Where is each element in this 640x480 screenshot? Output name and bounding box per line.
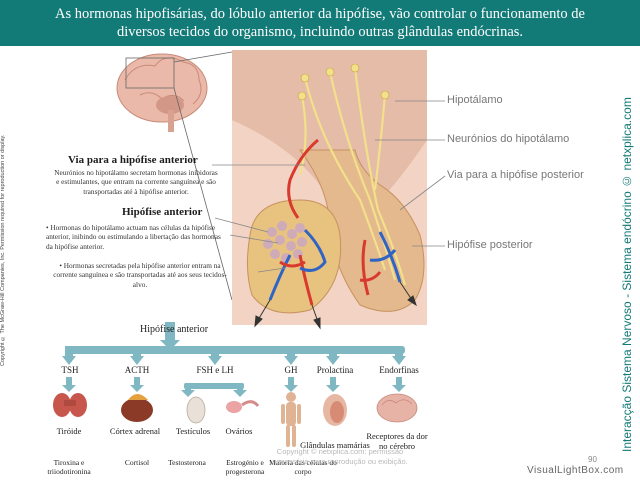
tree-root-label: Hipófise anterior — [140, 324, 209, 335]
flow-arrows — [254, 281, 417, 330]
label-neuronios: Neurónios do hipotálamo — [447, 133, 570, 145]
effect-tiroxina: Tiroxina e triiodotironina — [47, 458, 91, 476]
tree-root-arrow — [160, 322, 180, 350]
label-hipotalamo: Hipotálamo — [447, 94, 503, 106]
effect-testosterona: Testosterona — [168, 458, 206, 467]
target-tiroide: Tiróide — [56, 426, 82, 436]
portal-blood-vessels — [268, 138, 327, 306]
brain-thumbnail-icon — [116, 51, 233, 301]
hormone-tsh: TSH — [61, 365, 79, 375]
footer-brand: VisualLightBox.com — [527, 465, 624, 476]
label-via-posterior: Via para a hipófise posterior — [447, 169, 584, 181]
label-via-anterior: Via para a hipófise anterior — [68, 154, 198, 166]
desc-hipofise-anterior-2: • Hormonas secretadas pela hipófise ante… — [53, 261, 227, 289]
header-banner: As hormonas hipofisárias, do lóbulo ante… — [0, 0, 640, 46]
header-line-2: diversos tecidos do organismo, incluindo… — [116, 24, 524, 40]
hormone-acth: ACTH — [124, 365, 150, 375]
adrenal-icon — [121, 394, 153, 422]
target-cortex-adrenal: Córtex adrenal — [109, 426, 161, 436]
mammary-icon — [323, 394, 347, 426]
human-body-icon — [281, 392, 301, 447]
hormone-branch-tree — [62, 346, 406, 397]
effect-cortisol: Cortisol — [124, 458, 150, 467]
hormone-gh: GH — [284, 365, 298, 375]
testis-icon — [186, 396, 206, 424]
desc-hipofise-anterior-1: • Hormonas do hipotálamo actuam nas célu… — [46, 223, 221, 251]
hormone-fsh-lh: FSH e LH — [196, 365, 234, 375]
effect-estrogenio: Estrogénio e progesterona — [225, 458, 265, 476]
desc-via-anterior: Neurónios no hipotálamo secretam hormona… — [54, 168, 218, 196]
posterior-blood-vessels — [359, 231, 402, 296]
watermark: Copyright © netxplica.com: permissão nec… — [240, 447, 440, 467]
callout-lines — [212, 100, 446, 273]
hormone-prolactina: Prolactina — [316, 365, 354, 375]
label-hipofise-posterior: Hipófise posterior — [447, 239, 533, 251]
watermark-line-2: necessária para reprodução ou exibição. — [272, 457, 408, 466]
page-number: 90 — [588, 455, 597, 464]
target-testiculos: Testículos — [175, 426, 211, 436]
header-line-1: As hormonas hipofisárias, do lóbulo ante… — [55, 6, 585, 22]
brain-icon — [376, 393, 418, 423]
label-hipofise-anterior: Hipófise anterior — [122, 206, 203, 218]
neuron-cell-bodies — [297, 63, 390, 101]
watermark-line-1: Copyright © netxplica.com: permissão — [276, 447, 404, 456]
hormone-endorfinas: Endorfinas — [379, 365, 419, 375]
target-glandulas-mamarias: Glândulas mamárias — [300, 440, 370, 450]
effect-maioria-celulas: Maioria das células do corpo — [269, 458, 337, 476]
thyroid-icon — [53, 393, 87, 417]
target-ovarios: Ovários — [225, 426, 253, 436]
target-receptores-dor: Receptores da dor no cérebro — [366, 431, 428, 451]
ovary-icon — [226, 400, 260, 413]
